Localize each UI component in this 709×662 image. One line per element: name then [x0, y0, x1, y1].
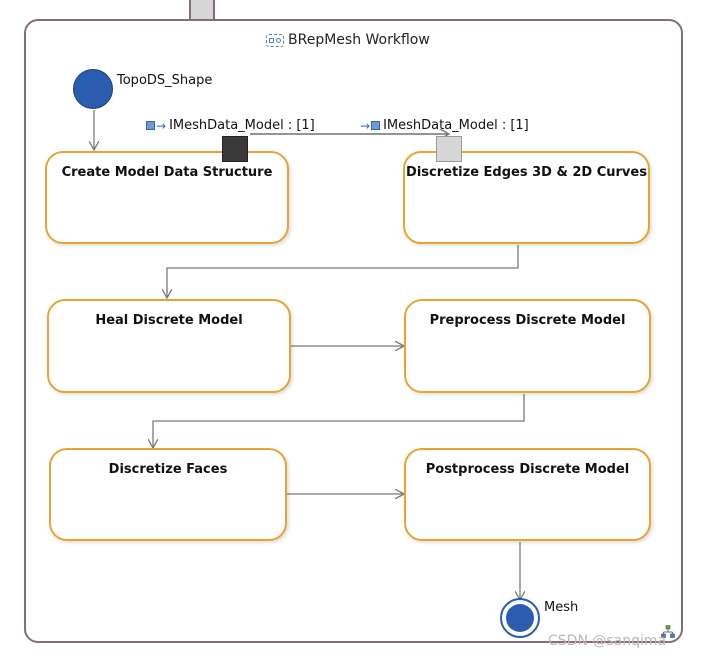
- action-label: Discretize Edges 3D & 2D Curves: [406, 165, 647, 180]
- action-postprocess-discrete-model[interactable]: Postprocess Discrete Model: [404, 448, 651, 541]
- action-label: Create Model Data Structure: [61, 165, 273, 180]
- flow-preprocess-to-faces: [153, 394, 525, 448]
- final-node[interactable]: [500, 598, 540, 638]
- hierarchy-icon[interactable]: [661, 624, 675, 638]
- action-label: Discretize Faces: [108, 462, 228, 477]
- input-pin-text: IMeshData_Model : [1]: [383, 118, 529, 133]
- action-discretize-faces[interactable]: Discretize Faces: [49, 448, 287, 541]
- final-node-inner: [506, 604, 534, 632]
- output-pin-text: IMeshData_Model : [1]: [169, 118, 315, 133]
- output-pin-label: → IMeshData_Model : [1]: [146, 118, 315, 133]
- activity-icon: [266, 33, 284, 47]
- action-label: Heal Discrete Model: [95, 313, 243, 328]
- action-create-model-data-structure[interactable]: Create Model Data Structure: [45, 151, 289, 244]
- workflow-title-text: BRepMesh Workflow: [288, 32, 430, 48]
- initial-node[interactable]: [73, 69, 113, 109]
- final-node-label: Mesh: [544, 600, 579, 615]
- initial-node-label: TopoDS_Shape: [117, 73, 213, 88]
- action-label: Preprocess Discrete Model: [429, 313, 626, 328]
- input-pin-icon: →: [360, 119, 381, 133]
- workflow-title: BRepMesh Workflow: [266, 32, 430, 48]
- input-pin[interactable]: [436, 136, 462, 162]
- action-preprocess-discrete-model[interactable]: Preprocess Discrete Model: [404, 299, 651, 393]
- output-pin-icon: →: [146, 119, 166, 133]
- action-heal-discrete-model[interactable]: Heal Discrete Model: [47, 299, 291, 393]
- input-pin-label: → IMeshData_Model : [1]: [360, 118, 529, 133]
- action-label: Postprocess Discrete Model: [425, 462, 630, 477]
- output-pin[interactable]: [222, 136, 248, 162]
- flow-edges-to-heal: [167, 245, 519, 298]
- action-discretize-edges[interactable]: Discretize Edges 3D & 2D Curves: [403, 151, 650, 244]
- watermark: CSDN @sanqima: [548, 633, 667, 649]
